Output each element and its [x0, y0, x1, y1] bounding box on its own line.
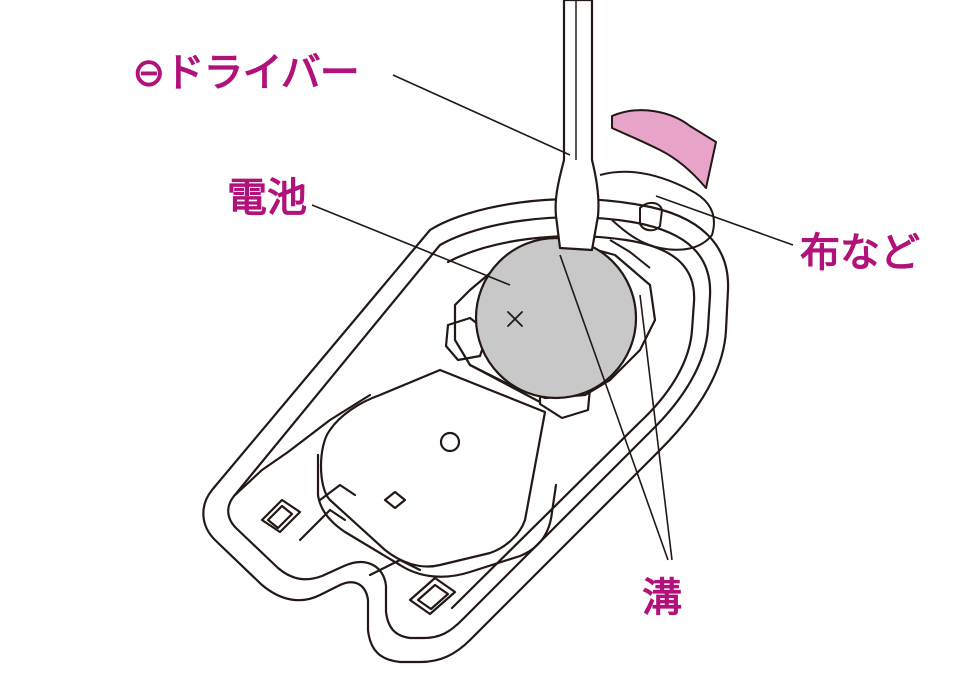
key-case-inner-wall: [446, 235, 696, 610]
board-notch: [383, 490, 407, 510]
screwdriver-shaft: [554, 0, 600, 252]
board-hole: [439, 431, 461, 453]
leader-groove-2: [639, 294, 673, 561]
inner-tray-edge: [316, 453, 558, 578]
case-left-wall: [232, 393, 372, 498]
key-case-outer: [202, 197, 730, 664]
screwdriver-label: ⊖ドライバー: [132, 50, 360, 96]
inner-tray: [320, 368, 547, 568]
groove-label: 溝: [642, 575, 682, 621]
battery-label: 電池: [227, 175, 307, 221]
cloth-fold: [599, 170, 715, 251]
leader-cloth: [655, 195, 794, 246]
battery-plus-mark: [507, 311, 523, 327]
leader-battery: [311, 204, 511, 286]
cloth-knob: [639, 202, 663, 232]
cloth-label: 布など: [800, 230, 920, 276]
battery-holder-clip-left: [444, 316, 490, 362]
key-case-inner-rim: [227, 216, 712, 640]
case-bottom-slot: [408, 576, 457, 616]
leader-groove-1: [559, 254, 669, 561]
case-bottom-slot-inner: [416, 583, 450, 611]
case-left-slot: [260, 498, 302, 534]
case-left-slot-inner: [266, 504, 294, 530]
coin-battery: [474, 236, 638, 400]
leader-screwdriver: [392, 74, 571, 156]
cloth: [611, 109, 717, 189]
